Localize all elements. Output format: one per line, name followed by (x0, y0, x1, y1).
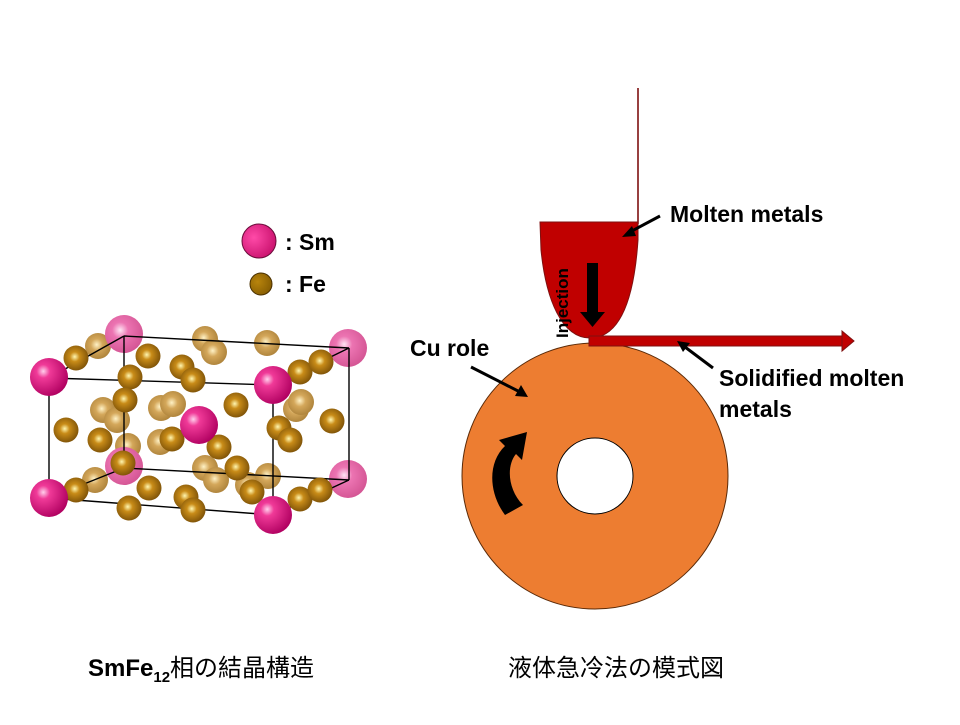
crystal-structure (30, 315, 367, 534)
fe-atom (112, 387, 138, 413)
fe-atom (287, 486, 313, 512)
sm-atom (30, 479, 68, 517)
fe-atom (87, 427, 113, 453)
caption-crystal-structure: SmFe12相の結晶構造 (88, 655, 315, 686)
fe-atom (319, 408, 345, 434)
unit-cell-edge (48, 497, 274, 516)
fe-atom (201, 339, 227, 365)
solidified-ribbon (588, 329, 855, 353)
fe-atom (136, 475, 162, 501)
arrow-molten-metals (629, 214, 661, 234)
roll-hole (556, 437, 634, 515)
rotation-arrow-icon (492, 432, 527, 515)
legend-fe-swatch (249, 272, 273, 296)
label-injection: Injection (553, 268, 572, 338)
legend-fe-label: : Fe (285, 271, 326, 297)
fe-atom (85, 333, 111, 359)
fe-atom (180, 497, 206, 523)
fe-atom (180, 367, 206, 393)
legend-sm-swatch (241, 223, 277, 259)
melt-spinning-schematic (461, 88, 855, 610)
label-cu-role: Cu role (410, 335, 490, 361)
legend-sm-label: : Sm (285, 229, 335, 255)
caption-melt-spinning: 液体急冷法の模式図 (508, 655, 724, 682)
cu-roll (461, 342, 729, 610)
fe-atom (206, 434, 232, 460)
label-solidified-line2: metals (719, 396, 792, 422)
fe-atom (277, 427, 303, 453)
fe-atom (117, 364, 143, 390)
fe-atom (288, 389, 314, 415)
fe-atom (160, 391, 186, 417)
sm-atom (30, 358, 68, 396)
legend (241, 223, 277, 296)
fe-atom (159, 426, 185, 452)
fe-atom (53, 417, 79, 443)
sm-atom (105, 315, 143, 353)
fe-atom (287, 359, 313, 385)
arrow-solidified (684, 345, 714, 370)
fe-atom (223, 392, 249, 418)
fe-atom (110, 450, 136, 476)
label-solidified-line1: Solidified molten (719, 365, 905, 391)
fe-atom (135, 343, 161, 369)
fe-atom (224, 455, 250, 481)
caption-crystal-text: 相の結晶構造 (170, 655, 315, 682)
label-molten-metals: Molten metals (670, 201, 824, 227)
injection-arrow (580, 263, 605, 327)
fe-atom (239, 479, 265, 505)
unit-cell-edge (123, 335, 350, 349)
sm-atom (254, 366, 292, 404)
pointer-arrows (470, 214, 714, 397)
sm-atom (254, 496, 292, 534)
fe-atom (308, 349, 334, 375)
fe-atom (307, 477, 333, 503)
fe-atom (63, 477, 89, 503)
caption-formula: SmFe (88, 655, 154, 682)
fe-atom (63, 345, 89, 371)
arrow-cu-role (470, 365, 521, 394)
caption-formula-subscript: 12 (153, 669, 171, 686)
unit-cell-edge (48, 377, 274, 386)
sm-atom (180, 406, 218, 444)
fe-atom (116, 495, 142, 521)
sm-atom (329, 460, 367, 498)
